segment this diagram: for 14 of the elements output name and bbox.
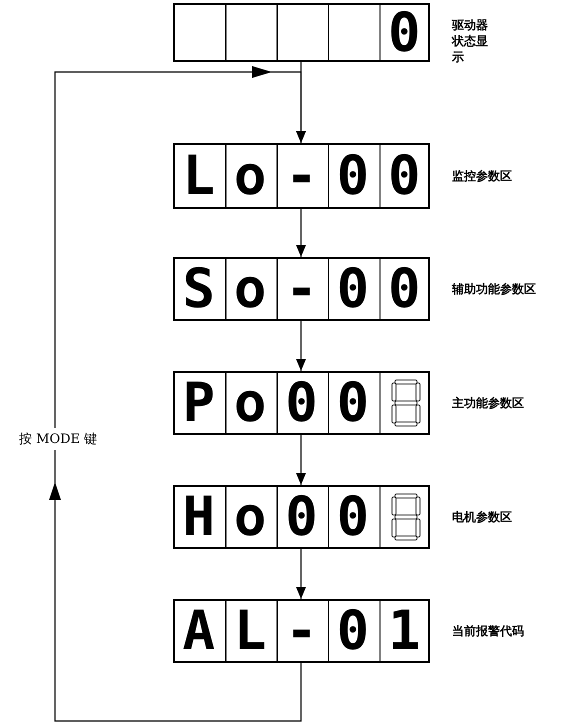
panel-caption: 电机参数区: [452, 509, 513, 525]
panel-caption: 驱动器状态显示: [452, 16, 489, 64]
panel-caption: 监控参数区: [452, 168, 513, 184]
arrow: [296, 549, 306, 599]
panel-caption: 主功能参数区: [452, 395, 525, 411]
arrow: [296, 435, 306, 485]
panel-caption: 辅助功能参数区: [452, 281, 537, 297]
arrow: [296, 321, 306, 371]
display-panel: [173, 3, 430, 62]
arrow: [296, 209, 306, 257]
loop-arrow: [49, 66, 306, 722]
segment-digits: 0: [388, 6, 440, 60]
edge-label: 按 MODE 键: [18, 428, 98, 450]
panel-caption: 当前报警代码: [452, 623, 525, 639]
